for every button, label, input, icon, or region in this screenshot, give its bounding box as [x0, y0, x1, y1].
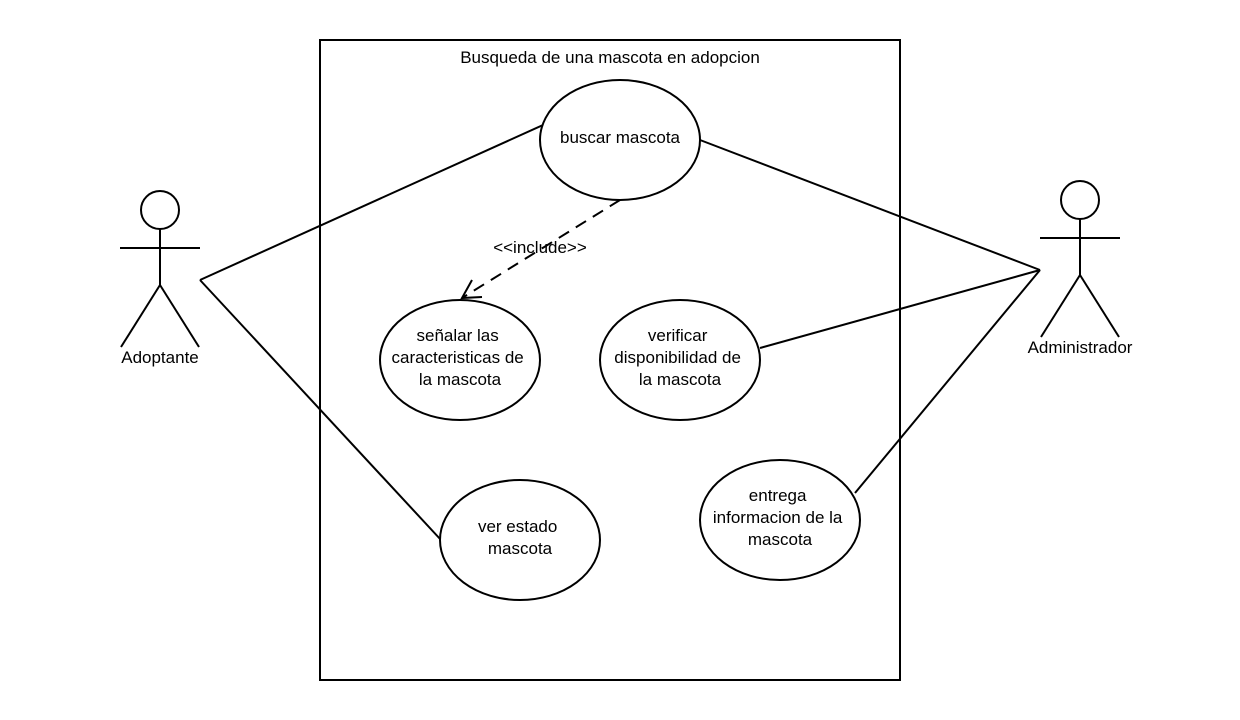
system-boundary [319, 39, 901, 681]
include-label: <<include>> [493, 238, 587, 257]
stick-figure-icon [1040, 180, 1120, 338]
use-case-ellipse [439, 479, 601, 601]
use-case-label-line: señalar las [417, 326, 499, 345]
actor-label: Adoptante [121, 348, 199, 367]
use-case-label: buscar mascota [560, 128, 681, 147]
assoc-administrador-buscar-mascota [699, 139, 1041, 271]
use-case-label: señalar las caracteristicas de la mascot… [391, 326, 528, 389]
use-case-label-line: la mascota [639, 370, 722, 389]
use-case-ellipse [699, 459, 861, 581]
use-case-label: ver estado mascota [478, 517, 562, 558]
use-case-verificar-disponibilidad[interactable]: verificar disponibilidad de la mascota [599, 299, 761, 421]
use-case-ellipse [539, 79, 701, 201]
use-case-label-line: entrega [749, 486, 807, 505]
assoc-administrador-verificar-disponibilidad [759, 269, 1041, 349]
assoc-administrador-entrega-informacion [854, 269, 1041, 494]
use-case-label-line: caracteristicas de [391, 348, 523, 367]
use-case-label: verificar disponibilidad de la mascota [614, 326, 745, 389]
use-case-senalar-caracteristicas[interactable]: señalar las caracteristicas de la mascot… [379, 299, 541, 421]
use-case-label-line: mascota [748, 530, 813, 549]
actor-administrador[interactable]: Administrador [1028, 180, 1133, 357]
assoc-adoptante-ver-estado [199, 279, 442, 541]
actor-adoptante[interactable]: Adoptante [120, 190, 200, 367]
use-case-ver-estado[interactable]: ver estado mascota [439, 479, 601, 601]
use-case-label-line: verificar [648, 326, 708, 345]
assoc-adoptante-buscar-mascota [199, 124, 544, 281]
use-case-label-line: ver estado [478, 517, 557, 536]
include-arrowhead [460, 279, 483, 300]
use-case-buscar-mascota[interactable]: buscar mascota [539, 79, 701, 201]
use-case-label-line: mascota [488, 539, 553, 558]
use-case-entrega-informacion[interactable]: entrega informacion de la mascota [699, 459, 861, 581]
stick-figure-icon [120, 190, 200, 348]
use-case-label-line: la mascota [419, 370, 502, 389]
use-case-label-line: buscar mascota [560, 128, 681, 147]
actor-label: Administrador [1028, 338, 1133, 357]
include-dependency-line [461, 199, 621, 299]
use-case-label-line: disponibilidad de [614, 348, 741, 367]
use-case-ellipse [599, 299, 761, 421]
system-title: Busqueda de una mascota en adopcion [460, 48, 760, 67]
use-case-label: entrega informacion de la mascota [713, 486, 847, 549]
use-case-label-line: informacion de la [713, 508, 843, 527]
use-case-ellipse [379, 299, 541, 421]
